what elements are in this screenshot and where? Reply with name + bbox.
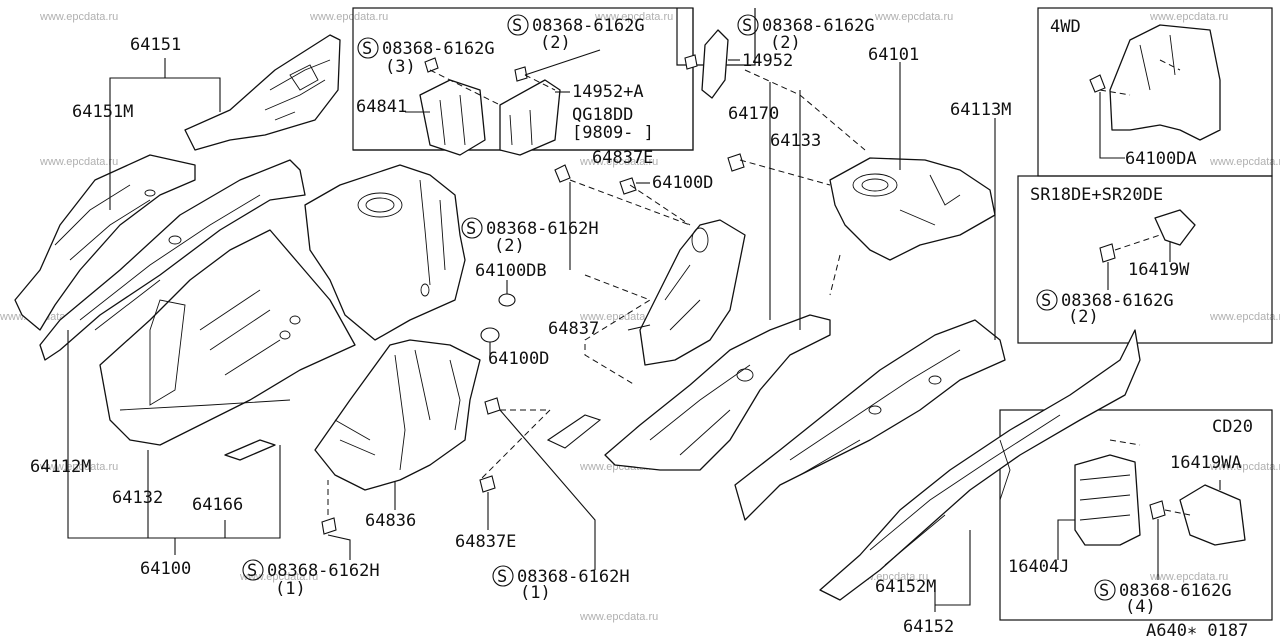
label-bolt-bottom-mid-qty: (1) <box>520 583 551 603</box>
s-symbol: S <box>362 39 372 59</box>
label-bolt-mid-H: 08368-6162H <box>486 219 599 239</box>
s-symbol: S <box>497 567 507 587</box>
s-symbol: S <box>247 561 257 581</box>
label-bolt-top-left: 08368-6162G <box>382 39 495 59</box>
label-64837: 64837 <box>548 319 599 339</box>
fasteners <box>321 153 745 535</box>
part-16404J-cover <box>1074 454 1141 546</box>
label-64100DB: 64100DB <box>475 261 547 281</box>
watermark: www.epcdata.ru <box>1209 156 1280 168</box>
label-qg18dd: QG18DD <box>572 105 633 125</box>
label-64151: 64151 <box>130 35 181 55</box>
watermark: www.epcdata.ru <box>579 156 658 168</box>
label-64132: 64132 <box>112 488 163 508</box>
label-bolt-top-center: 08368-6162G <box>532 16 645 36</box>
watermark: www.epcdata.ru <box>579 311 658 323</box>
label-sr18de-sr20de: SR18DE+SR20DE <box>1030 185 1163 205</box>
watermark: www.epcdata.ru <box>1149 11 1228 23</box>
watermark: www.epcdata.ru <box>1149 571 1228 583</box>
watermark: www.epcdata.ru <box>579 611 658 623</box>
part-64101-strut-housing <box>829 157 996 261</box>
label-bolt-sr: 08368-6162G <box>1061 291 1174 311</box>
label-64133: 64133 <box>770 131 821 151</box>
watermark: www.epcdata.ru <box>594 11 673 23</box>
label-64170: 64170 <box>728 104 779 124</box>
part-16419WA-bracket <box>1149 484 1246 546</box>
leader-lines <box>67 49 1221 612</box>
label-64166: 64166 <box>192 495 243 515</box>
part-64152-rail <box>819 329 1141 601</box>
watermark: www.epcdata.ru <box>39 11 118 23</box>
part-64113M-rail <box>734 319 1006 521</box>
label-bolt-bottom-mid: 08368-6162H <box>517 567 630 587</box>
label-bolt-top-right-qty: (2) <box>770 33 801 53</box>
part-64112M-rail <box>39 159 306 361</box>
label-bolt-bottom-left: 08368-6162H <box>267 561 380 581</box>
label-64100: 64100 <box>140 559 191 579</box>
label-bolt-sr-qty: (2) <box>1068 307 1099 327</box>
s-symbols: S S S S S S S S <box>242 14 1116 601</box>
label-bolt-cd20-qty: (4) <box>1125 597 1156 617</box>
label-cd20: CD20 <box>1212 417 1253 437</box>
label-64841: 64841 <box>356 97 407 117</box>
part-64836-apron <box>314 339 481 491</box>
label-bolt-mid-H-qty: (2) <box>494 236 525 256</box>
label-64112M: 64112M <box>30 457 91 477</box>
watermark: www.epcdata.ru <box>874 11 953 23</box>
s-symbol: S <box>466 219 476 239</box>
label-16419WA: 16419WA <box>1170 453 1242 473</box>
label-16404J: 16404J <box>1008 557 1069 577</box>
label-14952: 14952 <box>742 51 793 71</box>
label-bolt-top-right: 08368-6162G <box>762 16 875 36</box>
label-64152M: 64152M <box>875 577 936 597</box>
part-16419W-bracket <box>1099 209 1196 263</box>
footer-code: A640∗ 0187 <box>1146 621 1248 640</box>
label-64837E-top: 64837E <box>592 148 653 168</box>
label-bolt-top-left-qty: (3) <box>385 57 416 77</box>
label-14952A: 14952+A <box>572 82 644 102</box>
part-64132-apron <box>99 229 356 446</box>
s-symbol: S <box>512 16 522 36</box>
part-labels: 64151 64151M 08368-6162G (3) 64841 08368… <box>30 16 1253 640</box>
s-symbol: S <box>1099 581 1109 601</box>
part-64170-reinforcement <box>604 314 831 471</box>
s-symbol: S <box>1041 291 1051 311</box>
part-64151-upper-rail <box>184 34 341 151</box>
watermark: www.epcdata.ru <box>1209 461 1280 473</box>
watermark: www.epcdata.ru <box>239 571 318 583</box>
part-64166-bracket <box>224 439 276 461</box>
label-64100D-mid: 64100D <box>488 349 549 369</box>
label-64100DA: 64100DA <box>1125 149 1197 169</box>
label-64151M: 64151M <box>72 102 133 122</box>
watermark: www.epcdata.ru <box>1209 311 1280 323</box>
label-64837E-bottom: 64837E <box>455 532 516 552</box>
s-symbol: S <box>742 16 752 36</box>
label-64100D-top: 64100D <box>652 173 713 193</box>
label-64113M: 64113M <box>950 100 1011 120</box>
label-64152: 64152 <box>903 617 954 637</box>
watermark: www.epcdata.ru <box>309 11 388 23</box>
part-64841-bracket <box>419 57 561 156</box>
label-16419W: 16419W <box>1128 260 1190 280</box>
watermark: www.epcdata.ru <box>39 461 118 473</box>
label-bolt-bottom-left-qty: (1) <box>275 579 306 599</box>
cd20-inset-box <box>999 409 1273 621</box>
part-4wd-fender <box>1089 24 1221 141</box>
part-64837-bracket <box>639 219 746 366</box>
label-bolt-top-center-qty: (2) <box>540 33 571 53</box>
part-14952-bracket <box>684 29 729 99</box>
part-64151M-rail <box>14 154 196 331</box>
sr-inset-box <box>1017 175 1273 344</box>
watermark: www.epcdata.ru <box>39 156 118 168</box>
label-bolt-cd20: 08368-6162G <box>1119 581 1232 601</box>
label-64836: 64836 <box>365 511 416 531</box>
part-strut-housing-left <box>304 164 466 341</box>
label-64101: 64101 <box>868 45 919 65</box>
label-qg18dd-date: [9809- ] <box>572 123 654 143</box>
label-4wd: 4WD <box>1050 17 1081 37</box>
